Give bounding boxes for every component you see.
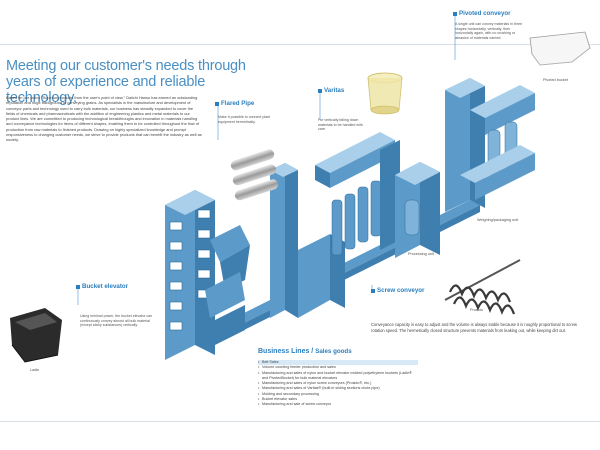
pivoted-bucket-photo: [529, 31, 591, 66]
business-lines-sub: Sales goods: [315, 348, 352, 355]
list-item: Bucket elevator sales: [258, 397, 418, 403]
callout-marker-icon: [318, 88, 322, 93]
screw-conveyor-description: Conveyance capacity is easy to adjust an…: [371, 322, 577, 333]
varitas-note: For vertically falling down materials to…: [318, 118, 363, 132]
business-lines-separator: /: [309, 348, 316, 355]
screw-conveyor-callout: Screw conveyor: [371, 287, 424, 294]
list-item: Belt Sales: [258, 360, 418, 366]
list-item: Manufacturing and sales of nylon and buc…: [258, 371, 418, 382]
intro-paragraph: Based on our policy "Superior products f…: [6, 95, 202, 143]
flared-pipe-photo: [230, 149, 279, 201]
callout-marker-icon: [453, 11, 457, 16]
prosido-caption: Prosido: [470, 308, 483, 312]
bottom-rule: [0, 421, 600, 422]
pivoted-conveyor-note: A single unit can convey materials in th…: [455, 22, 523, 40]
varitas-callout: Varitas: [318, 87, 344, 94]
callout-marker-icon: [76, 284, 80, 289]
business-lines-main: Business Lines: [258, 348, 310, 355]
ladle-caption: Ladle: [30, 368, 40, 372]
processing-unit: [395, 162, 440, 258]
leader-lines: [77, 14, 456, 305]
varitas-label: Varitas: [324, 87, 345, 94]
flared-pipe-note: Make it possible to connect plant equipm…: [218, 115, 271, 124]
list-item: Manufacturing and sale of screw conveyor: [258, 402, 418, 408]
screw-conveyor-label: Screw conveyor: [377, 287, 425, 294]
bucket-elevator-note: Using minimal power, the bucket elevator…: [80, 314, 153, 328]
business-lines-list: Belt Sales Volume counting feeder produc…: [258, 360, 418, 408]
bucket-elevator-label: Bucket elevator: [82, 283, 129, 290]
flared-pipe-label: Flared Pipe: [221, 100, 255, 107]
pivoted-conveyor-tower: [445, 78, 535, 212]
list-item: Molding and secondary processing: [258, 392, 418, 398]
weighing-unit-caption: Weighing/packaging unit: [477, 218, 519, 222]
list-item: Manufacturing and sales of Varitas® (bui…: [258, 386, 418, 392]
ladle-bucket-photo: [10, 308, 62, 363]
business-lines-title: Business Lines / Sales goods: [258, 348, 352, 355]
pivoted-conveyor-label: Pivoted conveyor: [459, 10, 511, 17]
varitas-photo: [367, 72, 403, 115]
list-item: Volume counting feeder production and sa…: [258, 365, 418, 371]
callout-marker-icon: [371, 288, 375, 293]
flared-pipe-callout: Flared Pipe: [215, 100, 254, 107]
list-item: Manufacturing and sales of nylon screw c…: [258, 381, 418, 387]
prosido-screw-photo: [444, 259, 521, 315]
top-rule: [0, 44, 600, 45]
pivoted-bucket-caption: Pivoted bucket: [543, 78, 568, 82]
pivoted-conveyor-callout: Pivoted conveyor: [453, 10, 511, 17]
callout-marker-icon: [215, 101, 219, 106]
page-headline: Meeting our customer's needs through yea…: [6, 58, 246, 106]
processing-unit-caption: Processing unit: [408, 252, 434, 256]
bucket-elevator-callout: Bucket elevator: [76, 283, 128, 290]
bucket-elevator-tower: [165, 190, 250, 360]
varitas-tanks: [315, 132, 400, 256]
